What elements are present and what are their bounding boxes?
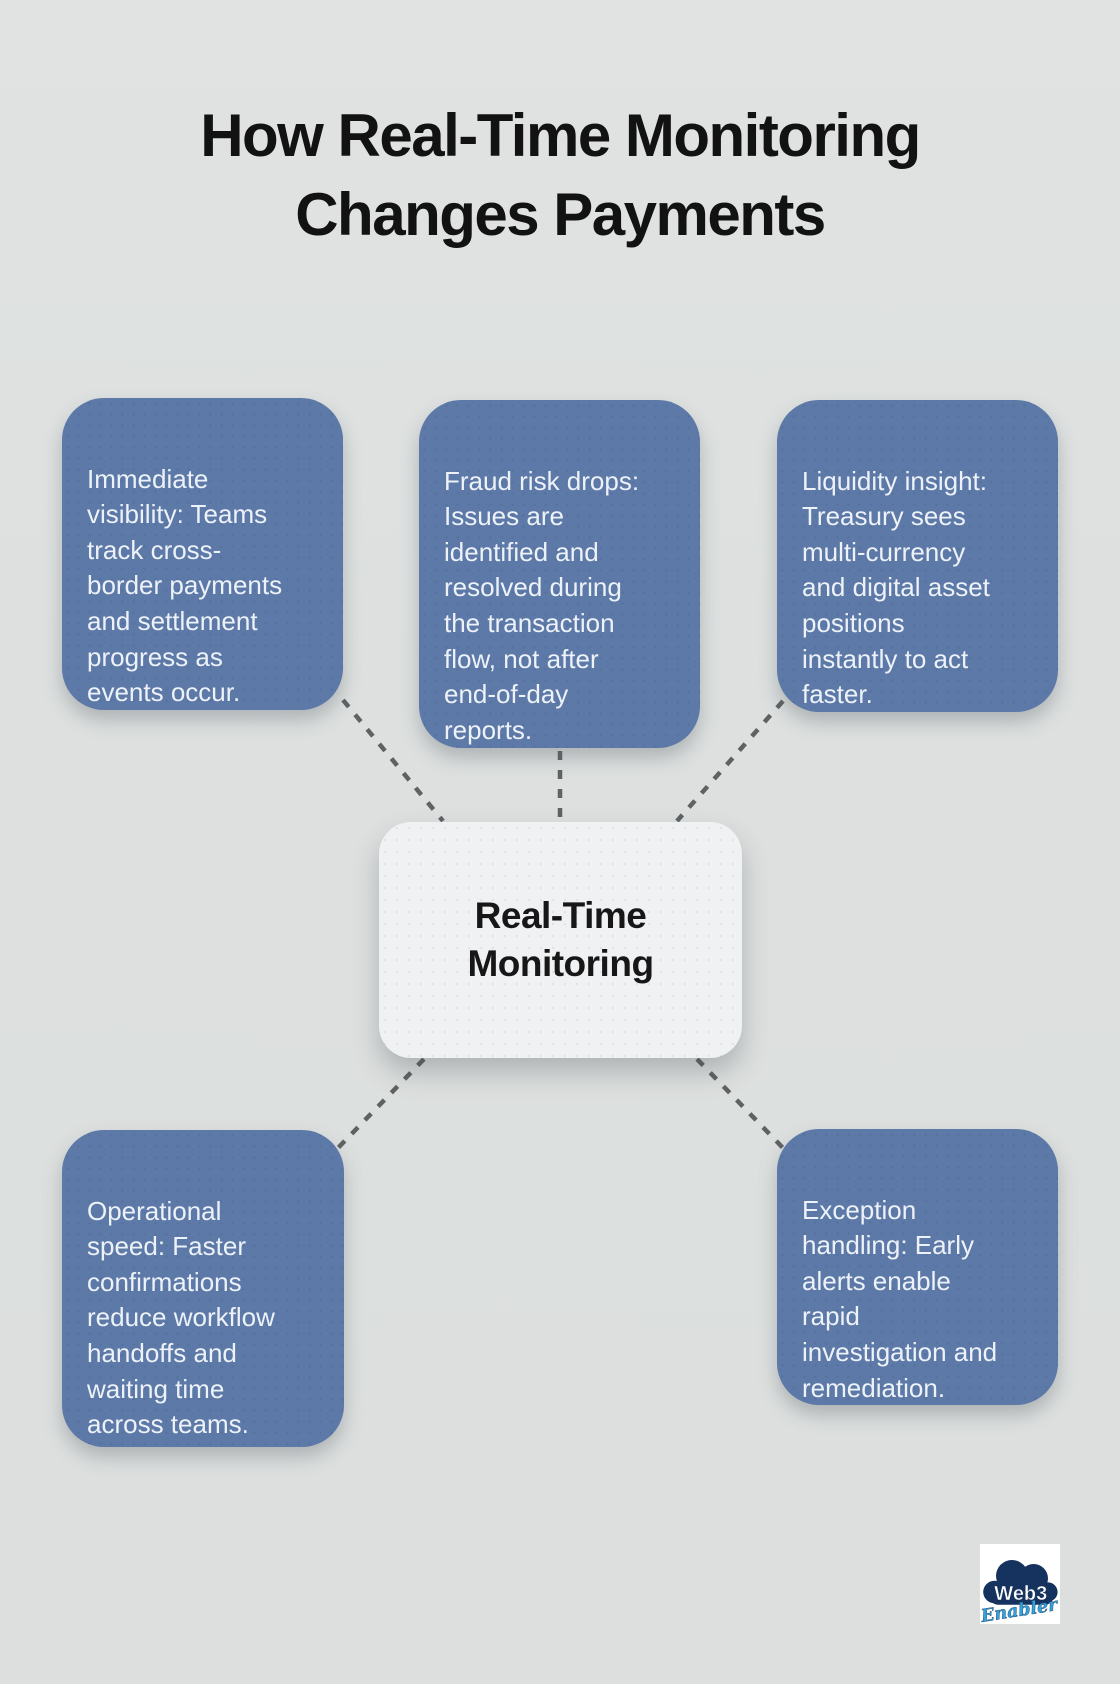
node-text: Immediate visibility: Teams track cross-…	[87, 463, 283, 708]
node-liquidity-insight: Liquidity insight: Treasury sees multi-c…	[777, 400, 1058, 712]
connector-line-top-right	[675, 699, 785, 823]
connector-line-top-left	[341, 698, 445, 823]
node-text: Operational speed: Faster confirmations …	[87, 1195, 275, 1440]
node-fraud-risk-drops: Fraud risk drops: Issues are identified …	[419, 400, 700, 748]
cloud-icon: Web3 Enabler	[980, 1560, 1060, 1624]
connector-line-bottom-left	[334, 1057, 426, 1152]
logo: Web3 Enabler	[980, 1544, 1060, 1624]
node-immediate-visibility: Immediate visibility: Teams track cross-…	[62, 398, 343, 710]
node-operational-speed: Operational speed: Faster confirmations …	[62, 1130, 344, 1447]
page-title: How Real-Time Monitoring Changes Payment…	[200, 102, 921, 248]
node-exception-handling: Exception handling: Early alerts enable …	[777, 1129, 1058, 1405]
connector-line-bottom-right	[695, 1057, 787, 1152]
central-node-label: Real-Time Monitoring	[467, 895, 654, 984]
node-text: Exception handling: Early alerts enable …	[802, 1194, 998, 1403]
logo-web3-text: Web3	[994, 1583, 1047, 1605]
node-text: Liquidity insight: Treasury sees multi-c…	[802, 465, 990, 710]
node-text: Fraud risk drops: Issues are identified …	[444, 465, 640, 745]
central-node: Real-Time Monitoring	[379, 822, 742, 1058]
